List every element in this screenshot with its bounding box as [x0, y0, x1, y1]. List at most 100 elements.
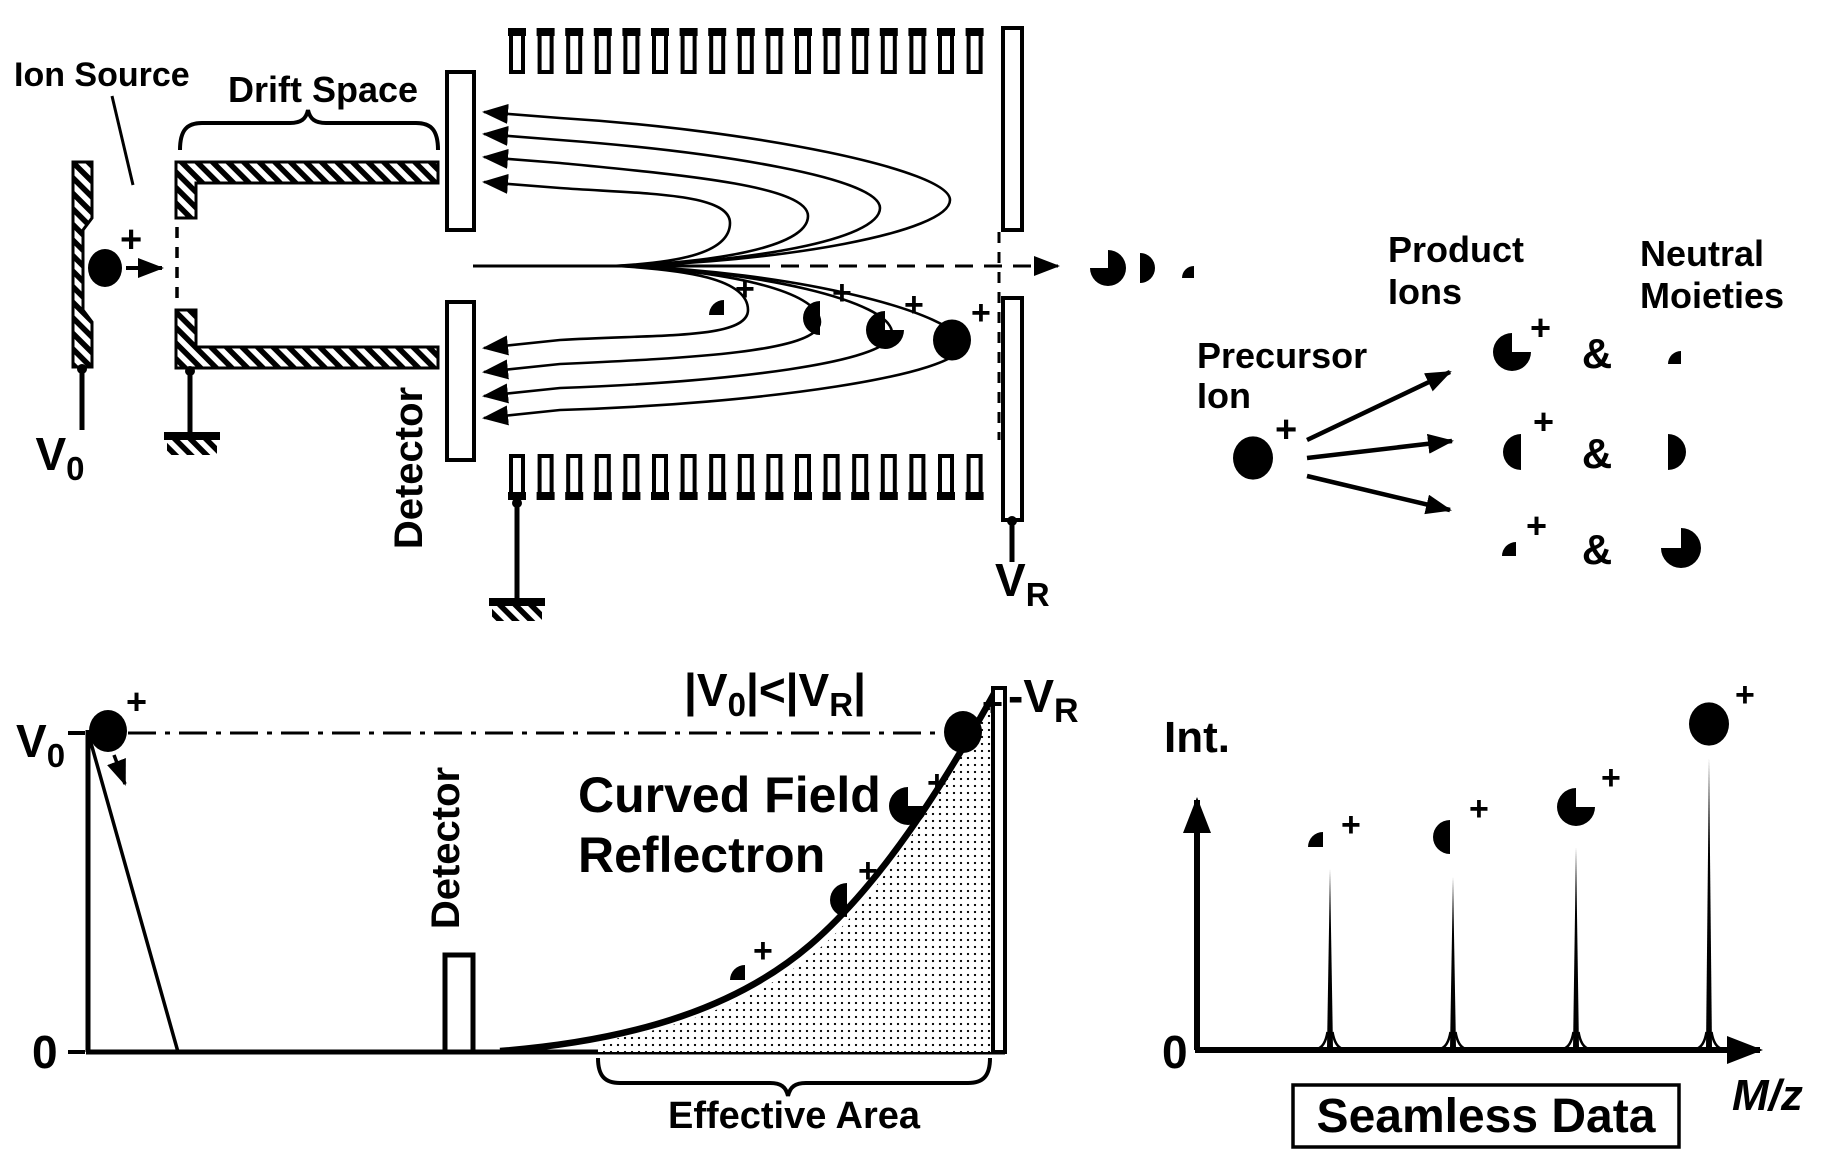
zero-axis-label: 0 — [32, 1026, 58, 1078]
detector-label: Detector — [387, 387, 431, 549]
neutral-fragment-half-icon — [1140, 253, 1155, 283]
product-ion-small-icon — [709, 300, 724, 315]
effective-area-brace — [596, 1057, 992, 1097]
precursor-ion-label: Precursor — [1197, 335, 1367, 376]
arrow-to-row3 — [1306, 473, 1452, 515]
voltage-inequality: |V0|<|VR| — [684, 664, 866, 723]
arrow-to-row2 — [1306, 433, 1454, 461]
plus-charge: + — [1601, 759, 1621, 797]
reflectron-end-electrode — [991, 686, 1007, 1054]
neutral-large-icon — [1661, 528, 1701, 568]
plus-charge: + — [982, 683, 1003, 724]
spectrum-peak-base — [1695, 1031, 1723, 1051]
drift-space-brace — [178, 109, 440, 151]
mz-axis-label: M/z — [1732, 1071, 1803, 1120]
seamless-data-box — [1291, 1083, 1681, 1149]
product-ion-small-icon — [1502, 542, 1516, 556]
plus-charge: + — [1526, 505, 1547, 546]
fragmentation-scheme: Precursor Ion Product Ions Neutral Moiet… — [1197, 229, 1784, 573]
intensity-axis-label: Int. — [1164, 713, 1230, 762]
trajectory — [482, 173, 732, 268]
precursor-ion-icon — [933, 319, 971, 361]
spectrum-peak-base — [1439, 1031, 1467, 1051]
acceleration-slope — [87, 735, 180, 1053]
neutral-moieties-label: Neutral — [1640, 233, 1764, 274]
spectrum-peak-base — [1562, 1031, 1590, 1051]
reflectron-grid-bottom — [508, 454, 984, 500]
v0-axis-label: V0 — [16, 715, 65, 774]
neutral-moieties-label-line2: Moieties — [1640, 275, 1784, 316]
ion-source-leader-line — [110, 95, 135, 186]
neutral-fragment-large-icon — [1090, 250, 1126, 286]
product-ions-label-line2: Ions — [1388, 271, 1462, 312]
plus-charge: + — [1275, 409, 1297, 451]
product-ion-large-icon — [889, 787, 927, 825]
curved-field-title: Curved Field — [578, 767, 881, 823]
drift-space-label: Drift Space — [228, 69, 418, 110]
ion-at-v0-icon — [89, 710, 127, 752]
vr-label: VR — [995, 554, 1050, 613]
neutral-small-icon — [1668, 351, 1681, 364]
plus-charge: + — [971, 294, 991, 332]
plus-charge: + — [927, 764, 947, 802]
arrow-to-row1 — [1306, 369, 1452, 443]
peak-ion-icon — [1689, 702, 1729, 746]
plus-charge: + — [735, 270, 755, 308]
trajectory — [482, 148, 810, 268]
peak-ion-icon — [1308, 832, 1323, 847]
drift-tube-top-wall — [174, 160, 440, 220]
ion-source-label: Ion Source — [14, 56, 190, 94]
curved-field-title-line2: Reflectron — [578, 827, 825, 883]
peak-ion-icon — [1433, 820, 1450, 854]
instrument-schematic: Ion Source V0 + Drift Space Detector — [14, 26, 1194, 621]
v0-label: V0 — [35, 428, 84, 487]
spectrum-peak-base — [1316, 1031, 1344, 1051]
back-plate-lower — [1001, 296, 1024, 522]
plus-charge: + — [120, 219, 142, 261]
detector-label: Detector — [424, 767, 468, 929]
plus-charge: + — [1530, 307, 1551, 348]
plus-charge: + — [126, 681, 147, 722]
spectrum-peak — [1573, 847, 1579, 1048]
upper-trajectories — [482, 103, 952, 268]
trajectory — [482, 264, 894, 404]
plus-charge: + — [904, 286, 924, 324]
product-ion-half-icon — [803, 301, 820, 335]
trajectory — [482, 125, 882, 268]
seamless-data-label: Seamless Data — [1317, 1090, 1656, 1143]
product-ions-label: Product — [1388, 229, 1524, 270]
neg-vr-label: -VR — [1008, 670, 1079, 730]
product-ion-small-icon — [730, 965, 745, 980]
effective-area-fill — [598, 696, 993, 1052]
plus-charge: + — [753, 932, 773, 970]
fragmentation-arrows — [1306, 369, 1454, 515]
precursor-ion-label-line2: Ion — [1197, 375, 1251, 416]
product-ion-half-icon — [830, 883, 847, 917]
reflectron-potential-curve — [499, 688, 999, 1055]
spectrum-peaks: ++++ — [1308, 676, 1755, 1051]
product-ion-large-icon — [866, 311, 904, 349]
trajectory — [482, 264, 750, 356]
precursor-ion-icon — [944, 711, 982, 753]
spectrum-peak — [1327, 869, 1333, 1048]
spectrum-peak — [1706, 758, 1712, 1048]
spectrum-peak — [1450, 877, 1456, 1048]
precursor-ion-at-source-icon — [88, 249, 122, 287]
ampersand: & — [1582, 330, 1612, 377]
peak-ion-icon — [1557, 788, 1595, 826]
plus-charge: + — [832, 274, 852, 312]
neutral-half-icon — [1668, 434, 1686, 470]
plus-charge: + — [858, 852, 878, 890]
ground-symbol — [164, 432, 220, 455]
plus-charge: + — [1469, 790, 1489, 828]
back-plate-upper — [1001, 26, 1024, 232]
drift-tube-bottom-wall — [174, 308, 440, 370]
detector-bar — [442, 952, 476, 1055]
product-ion-half-icon — [1503, 434, 1521, 470]
ion-falling-arrow — [107, 754, 127, 786]
detector-plate-top — [445, 70, 476, 232]
trajectory — [482, 103, 952, 268]
reflectron-grid-top — [508, 28, 984, 74]
precursor-ion-icon — [1233, 436, 1273, 480]
